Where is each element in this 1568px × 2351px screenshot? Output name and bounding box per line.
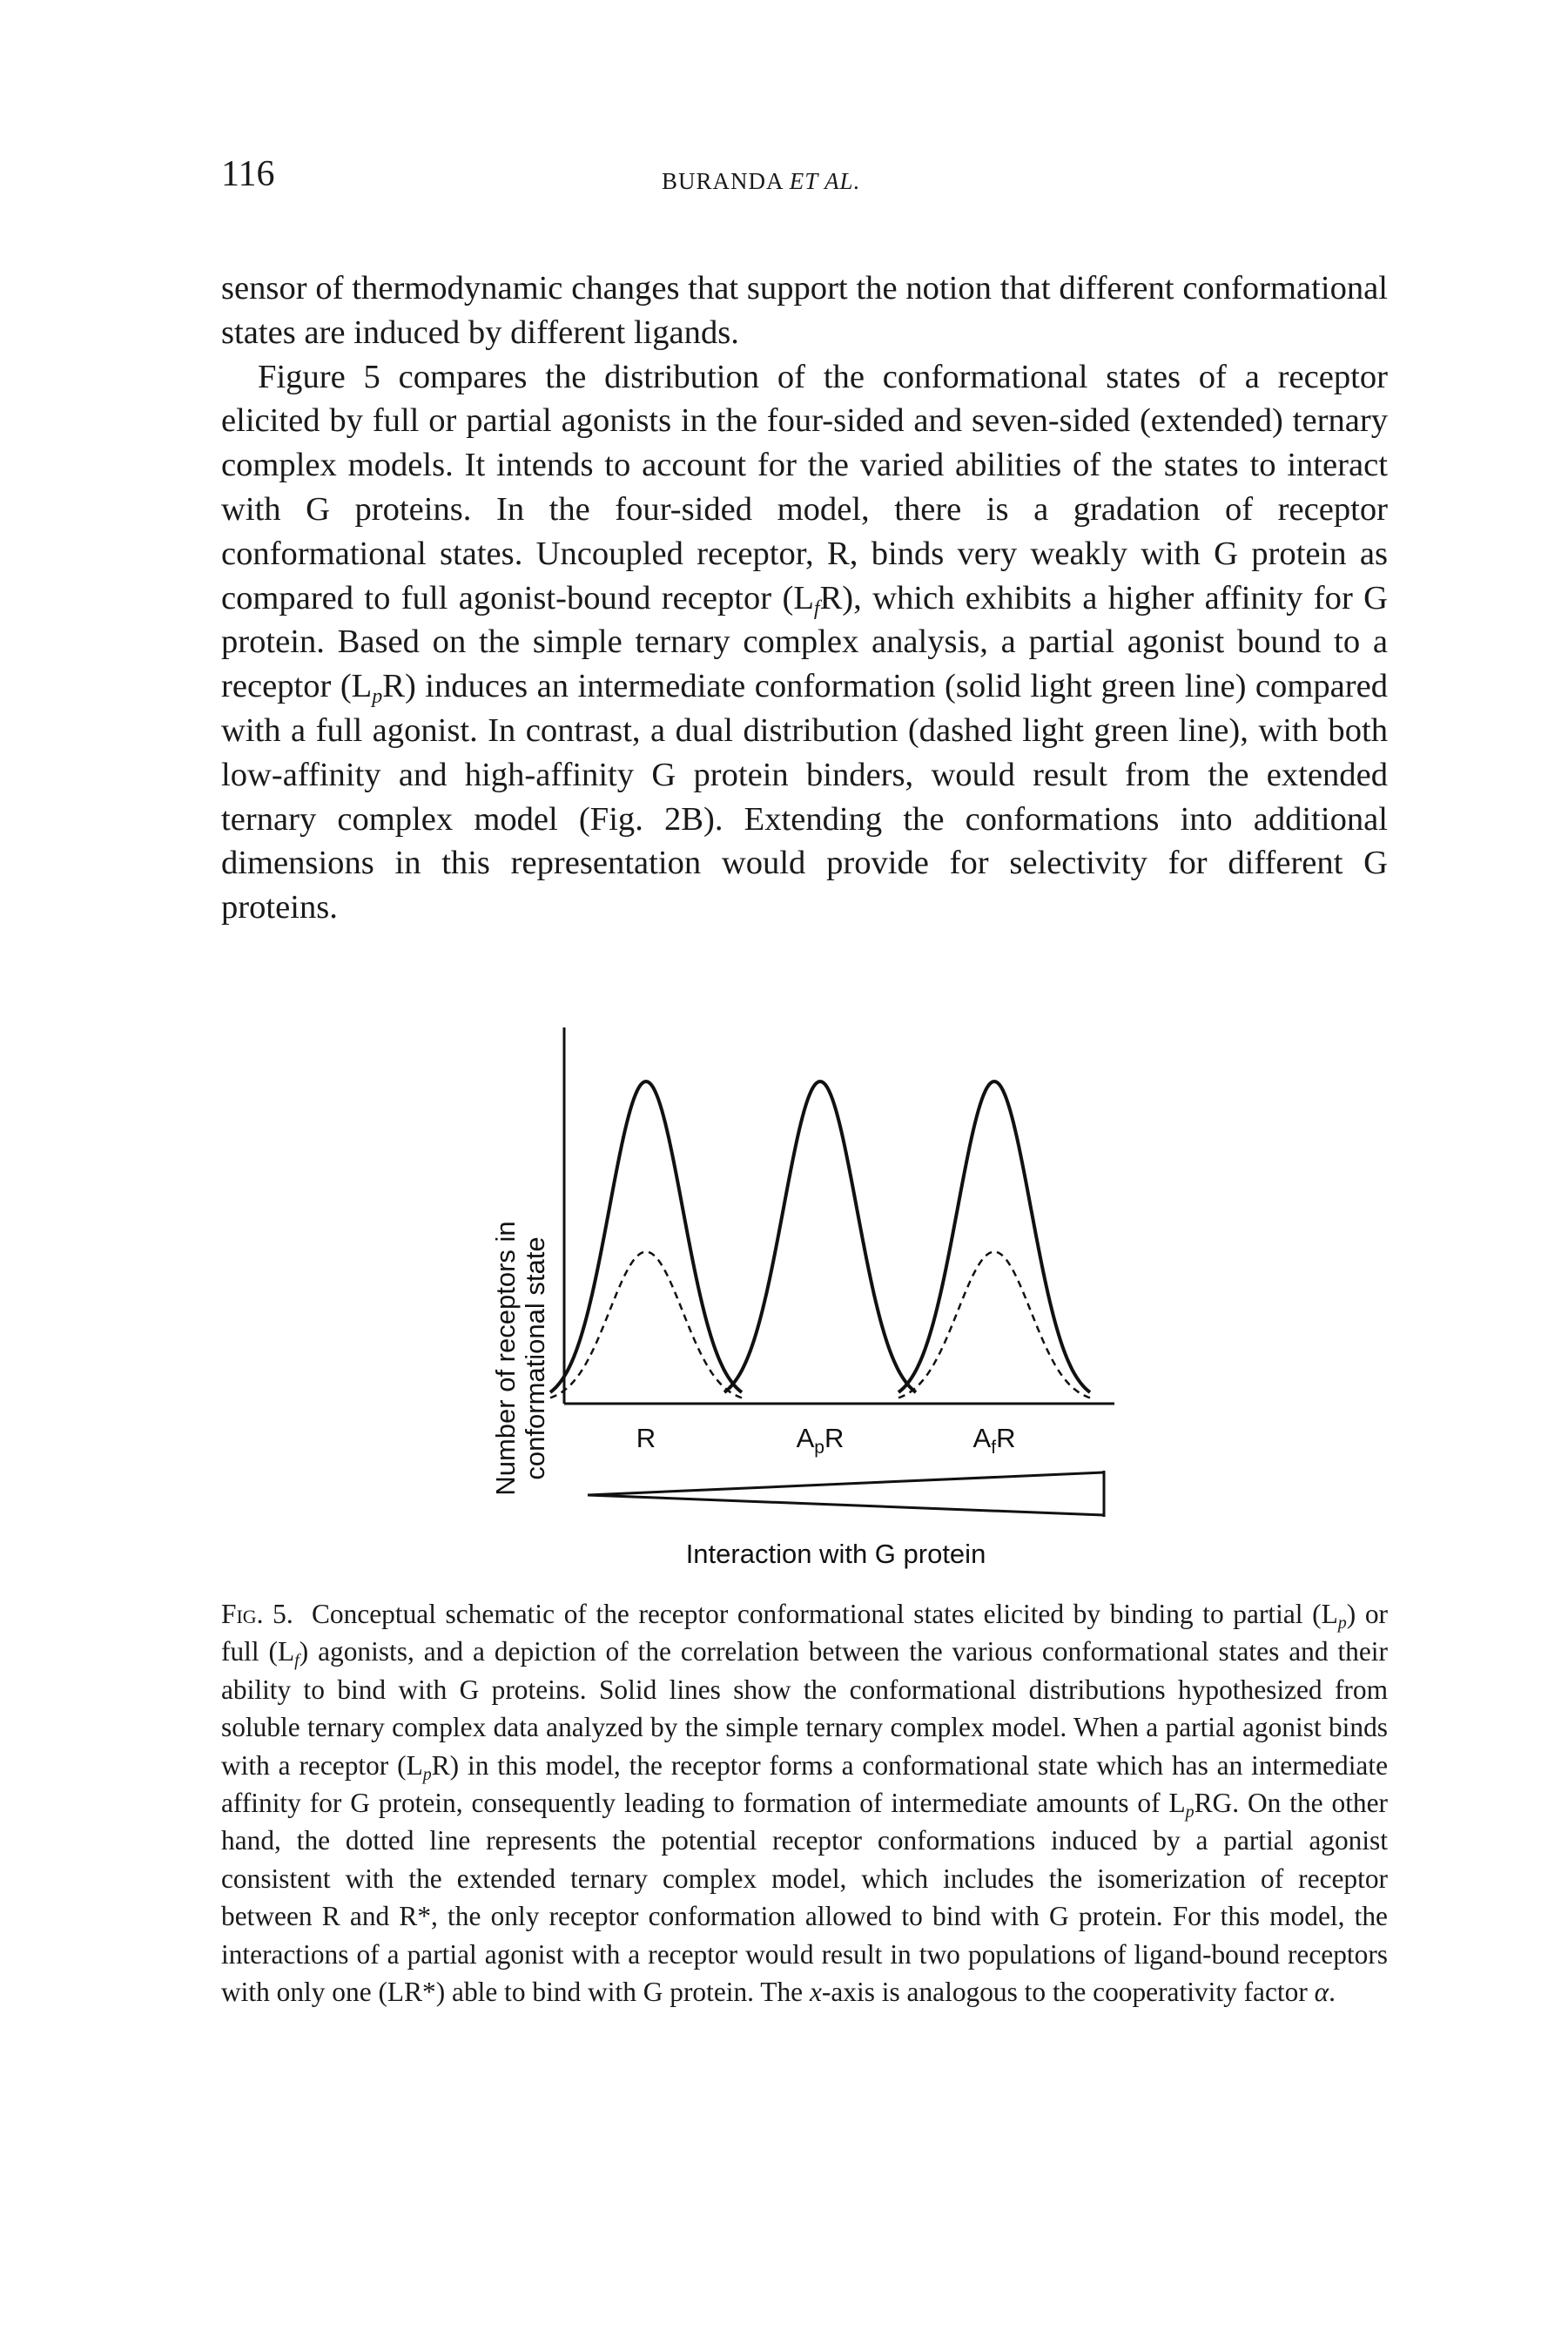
caption-part: R) in this model, the receptor forms a c…: [221, 1749, 1388, 1819]
dashed-curve-r: [549, 1250, 743, 1399]
subscript-p: p: [372, 685, 383, 709]
caption-text: Fig. 5. Conceptual schematic of the rece…: [221, 1595, 1388, 2011]
solid-curve-apr: [723, 1079, 918, 1394]
distribution-curves: [548, 1079, 1092, 1399]
running-head: BURANDA ET AL.: [662, 168, 860, 195]
solid-curve-afr: [897, 1079, 1092, 1394]
y-axis-label-line-2: conformational state: [520, 1236, 550, 1479]
body-text: sensor of thermodynamic changes that sup…: [221, 266, 1388, 930]
paragraph-2: Figure 5 compares the distribution of th…: [221, 355, 1388, 930]
interaction-label: Interaction with G protein: [686, 1539, 986, 1569]
caption-part: Conceptual schematic of the receptor con…: [311, 1599, 1338, 1629]
peak-label-apr-sub: p: [814, 1438, 824, 1458]
figure-caption: Fig. 5. Conceptual schematic of the rece…: [221, 1595, 1388, 2011]
caption-subscript: p: [1337, 1613, 1347, 1633]
figure-5: Number of receptors in conformational st…: [490, 1027, 1114, 1569]
peak-label-r-text: R: [636, 1423, 656, 1453]
peak-label-afr: AfR: [973, 1423, 1016, 1458]
paragraph-2-text-a: Figure 5 compares the distribution of th…: [221, 358, 1388, 616]
caption-part: .: [1329, 1977, 1336, 2008]
caption-part: RG. On the other hand, the dotted line r…: [221, 1788, 1388, 2008]
solid-curve-r: [548, 1079, 744, 1394]
caption-part: ) or full (L: [221, 1599, 1388, 1667]
paragraph-2-text-b: R), which exhibits a higher affinity for…: [221, 579, 1388, 705]
running-head-author: BURANDA: [662, 168, 784, 194]
caption-part: ) agonists, and a depiction of the corre…: [221, 1636, 1388, 1781]
caption-italic-x: x: [809, 1977, 822, 2008]
peak-label-r: R: [636, 1423, 656, 1453]
peak-label-apr-base: A: [797, 1423, 815, 1453]
caption-subscript: p: [1185, 1802, 1195, 1822]
caption-label: Fig. 5.: [221, 1599, 293, 1629]
page-number: 116: [221, 154, 275, 194]
subscript-f: f: [813, 596, 820, 620]
peak-labels: R ApR AfR: [636, 1423, 1016, 1458]
caption-part: -axis is analogous to the cooperativity …: [821, 1977, 1315, 2008]
peak-label-afr-sub: f: [991, 1438, 996, 1458]
peak-label-apr: ApR: [797, 1423, 845, 1458]
running-head-etal: ET AL.: [789, 168, 861, 194]
caption-alpha: α: [1314, 1977, 1329, 2008]
paragraph-2-text-c: R) induces an intermediate conformation …: [221, 668, 1388, 926]
peak-label-afr-base: A: [973, 1423, 992, 1453]
paragraph-1: sensor of thermodynamic changes that sup…: [221, 270, 1388, 351]
dashed-curve-afr: [898, 1250, 1091, 1399]
caption-subscript: f: [294, 1651, 299, 1671]
peak-label-apr-after: R: [824, 1423, 844, 1453]
peak-label-afr-after: R: [996, 1423, 1015, 1453]
g-protein-wedge: [587, 1471, 1106, 1517]
y-axis-label-line-1: Number of receptors in: [490, 1221, 521, 1495]
caption-subscript: p: [422, 1764, 432, 1784]
